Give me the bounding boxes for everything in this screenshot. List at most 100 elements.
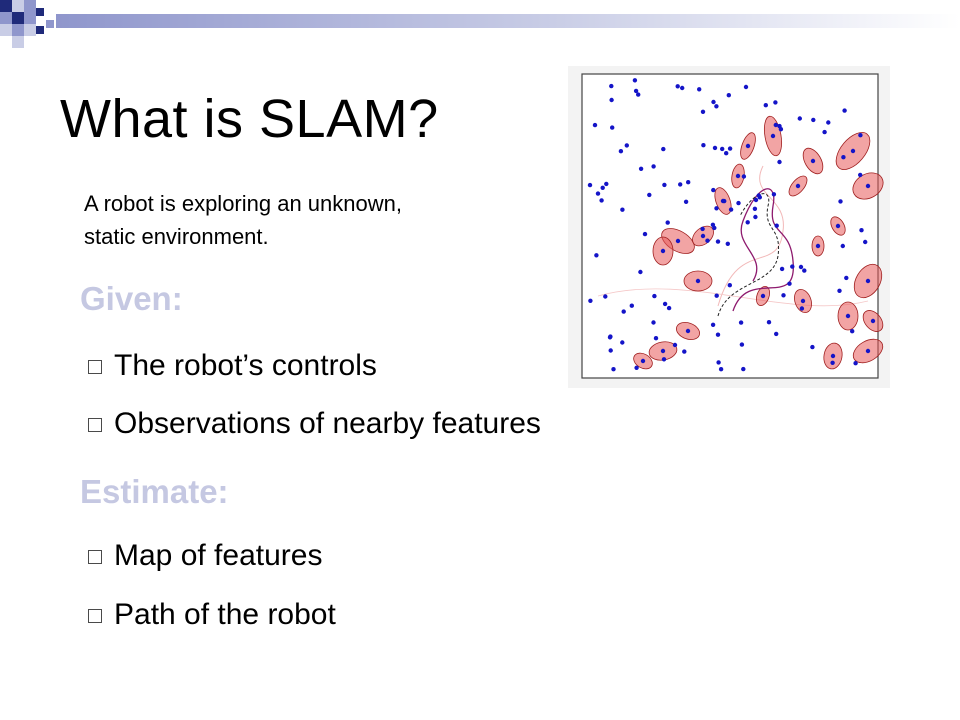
landmark-dot	[714, 206, 719, 211]
bullet-item: The robot’s controls	[88, 349, 377, 383]
landmark-dot	[651, 164, 656, 169]
landmark-dot	[592, 122, 598, 128]
landmark-dot	[666, 305, 672, 311]
landmark-dot	[718, 367, 724, 372]
bullet-text: The robot’s controls	[114, 349, 377, 382]
landmark-dot	[697, 87, 702, 92]
bullet-item: Observations of nearby features	[88, 407, 541, 441]
landmark-dot	[695, 278, 701, 284]
landmark-dot	[844, 275, 849, 281]
landmark-dot	[633, 88, 639, 94]
landmark-dot	[850, 148, 856, 154]
landmark-dot	[653, 336, 659, 341]
landmark-dot	[600, 185, 605, 190]
landmark-dot	[773, 122, 778, 128]
landmark-dot	[607, 335, 613, 340]
landmark-dot	[756, 193, 761, 198]
landmark-dot	[661, 357, 667, 362]
landmark-dot	[736, 200, 741, 206]
landmark-dot	[777, 159, 782, 165]
landmark-dot	[682, 349, 687, 354]
landmark-dot	[760, 293, 766, 299]
landmark-dot	[638, 269, 643, 275]
landmark-dot	[685, 328, 691, 334]
landmark-dot	[845, 313, 851, 319]
landmark-dot	[608, 348, 613, 353]
square-bullet-icon	[88, 418, 102, 432]
landmark-dot	[766, 320, 772, 325]
landmark-dot	[712, 145, 718, 151]
landmark-dot	[859, 228, 864, 233]
landmark-dot	[632, 78, 638, 83]
landmark-dot	[720, 146, 725, 152]
slide-title: What is SLAM?	[60, 89, 439, 149]
landmark-dot	[636, 92, 641, 97]
landmark-dot	[795, 183, 801, 189]
landmark-dot	[609, 97, 614, 103]
landmark-dot	[741, 174, 747, 179]
landmark-dot	[811, 117, 816, 123]
landmark-dot	[799, 306, 805, 311]
landmark-dot	[720, 198, 726, 204]
landmark-dot	[603, 294, 608, 299]
landmark-dot	[660, 348, 666, 354]
landmark-dot	[665, 220, 670, 225]
landmark-dot	[624, 143, 629, 148]
landmark-points	[587, 78, 876, 372]
landmark-dot	[726, 93, 731, 98]
landmark-dot	[858, 133, 863, 138]
landmark-dot	[739, 342, 745, 347]
landmark-dot	[599, 198, 604, 203]
landmark-dot	[620, 207, 625, 212]
landmark-dot	[701, 143, 706, 148]
landmark-dot	[652, 293, 657, 299]
landmark-dot	[753, 197, 759, 203]
landmark-dot	[779, 266, 785, 272]
landmark-dot	[741, 366, 746, 372]
landmark-dot	[611, 367, 616, 372]
robot-path	[732, 188, 794, 312]
intro-text: A robot is exploring an unknown, static …	[84, 187, 402, 253]
landmark-dot	[594, 253, 599, 258]
landmark-dot	[770, 133, 776, 139]
landmark-dot	[735, 173, 741, 179]
landmark-dot	[850, 329, 855, 334]
landmark-dot	[830, 360, 835, 365]
landmark-dot	[865, 348, 871, 354]
landmark-dot	[822, 129, 827, 135]
estimate-heading: Estimate:	[80, 473, 229, 510]
landmark-dot	[672, 342, 678, 348]
landmark-dot	[802, 268, 807, 273]
landmark-dot	[595, 191, 601, 196]
sensor-arc	[597, 288, 869, 307]
landmark-dot	[700, 233, 706, 239]
landmark-dot	[683, 199, 689, 204]
landmark-dot	[651, 320, 656, 325]
landmark-dot	[711, 187, 716, 193]
bullet-text: Path of the robot	[114, 598, 336, 631]
landmark-dot	[727, 283, 732, 288]
bullet-item: Map of features	[88, 539, 322, 573]
landmark-dot	[609, 83, 614, 89]
landmark-dot	[700, 226, 705, 232]
landmark-dot	[662, 182, 667, 188]
slam-map-figure	[568, 66, 890, 388]
landmark-dot	[642, 231, 648, 237]
landmark-dot	[678, 182, 683, 187]
landmark-dot	[840, 243, 845, 249]
landmark-dot	[753, 214, 758, 220]
bullet-item: Path of the robot	[88, 598, 336, 632]
landmark-dot	[841, 155, 846, 160]
landmark-dot	[715, 332, 721, 337]
landmark-dot	[727, 146, 733, 151]
landmark-dot	[638, 166, 644, 171]
landmark-dot	[787, 281, 792, 286]
landmark-dot	[797, 116, 802, 121]
landmark-dot	[745, 220, 750, 225]
intro-line: A robot is exploring an unknown,	[84, 191, 402, 216]
square-bullet-icon	[88, 550, 102, 564]
landmark-dot	[865, 278, 871, 284]
landmark-dot	[661, 146, 666, 152]
landmark-dot	[710, 222, 716, 227]
landmark-dot	[647, 192, 652, 198]
